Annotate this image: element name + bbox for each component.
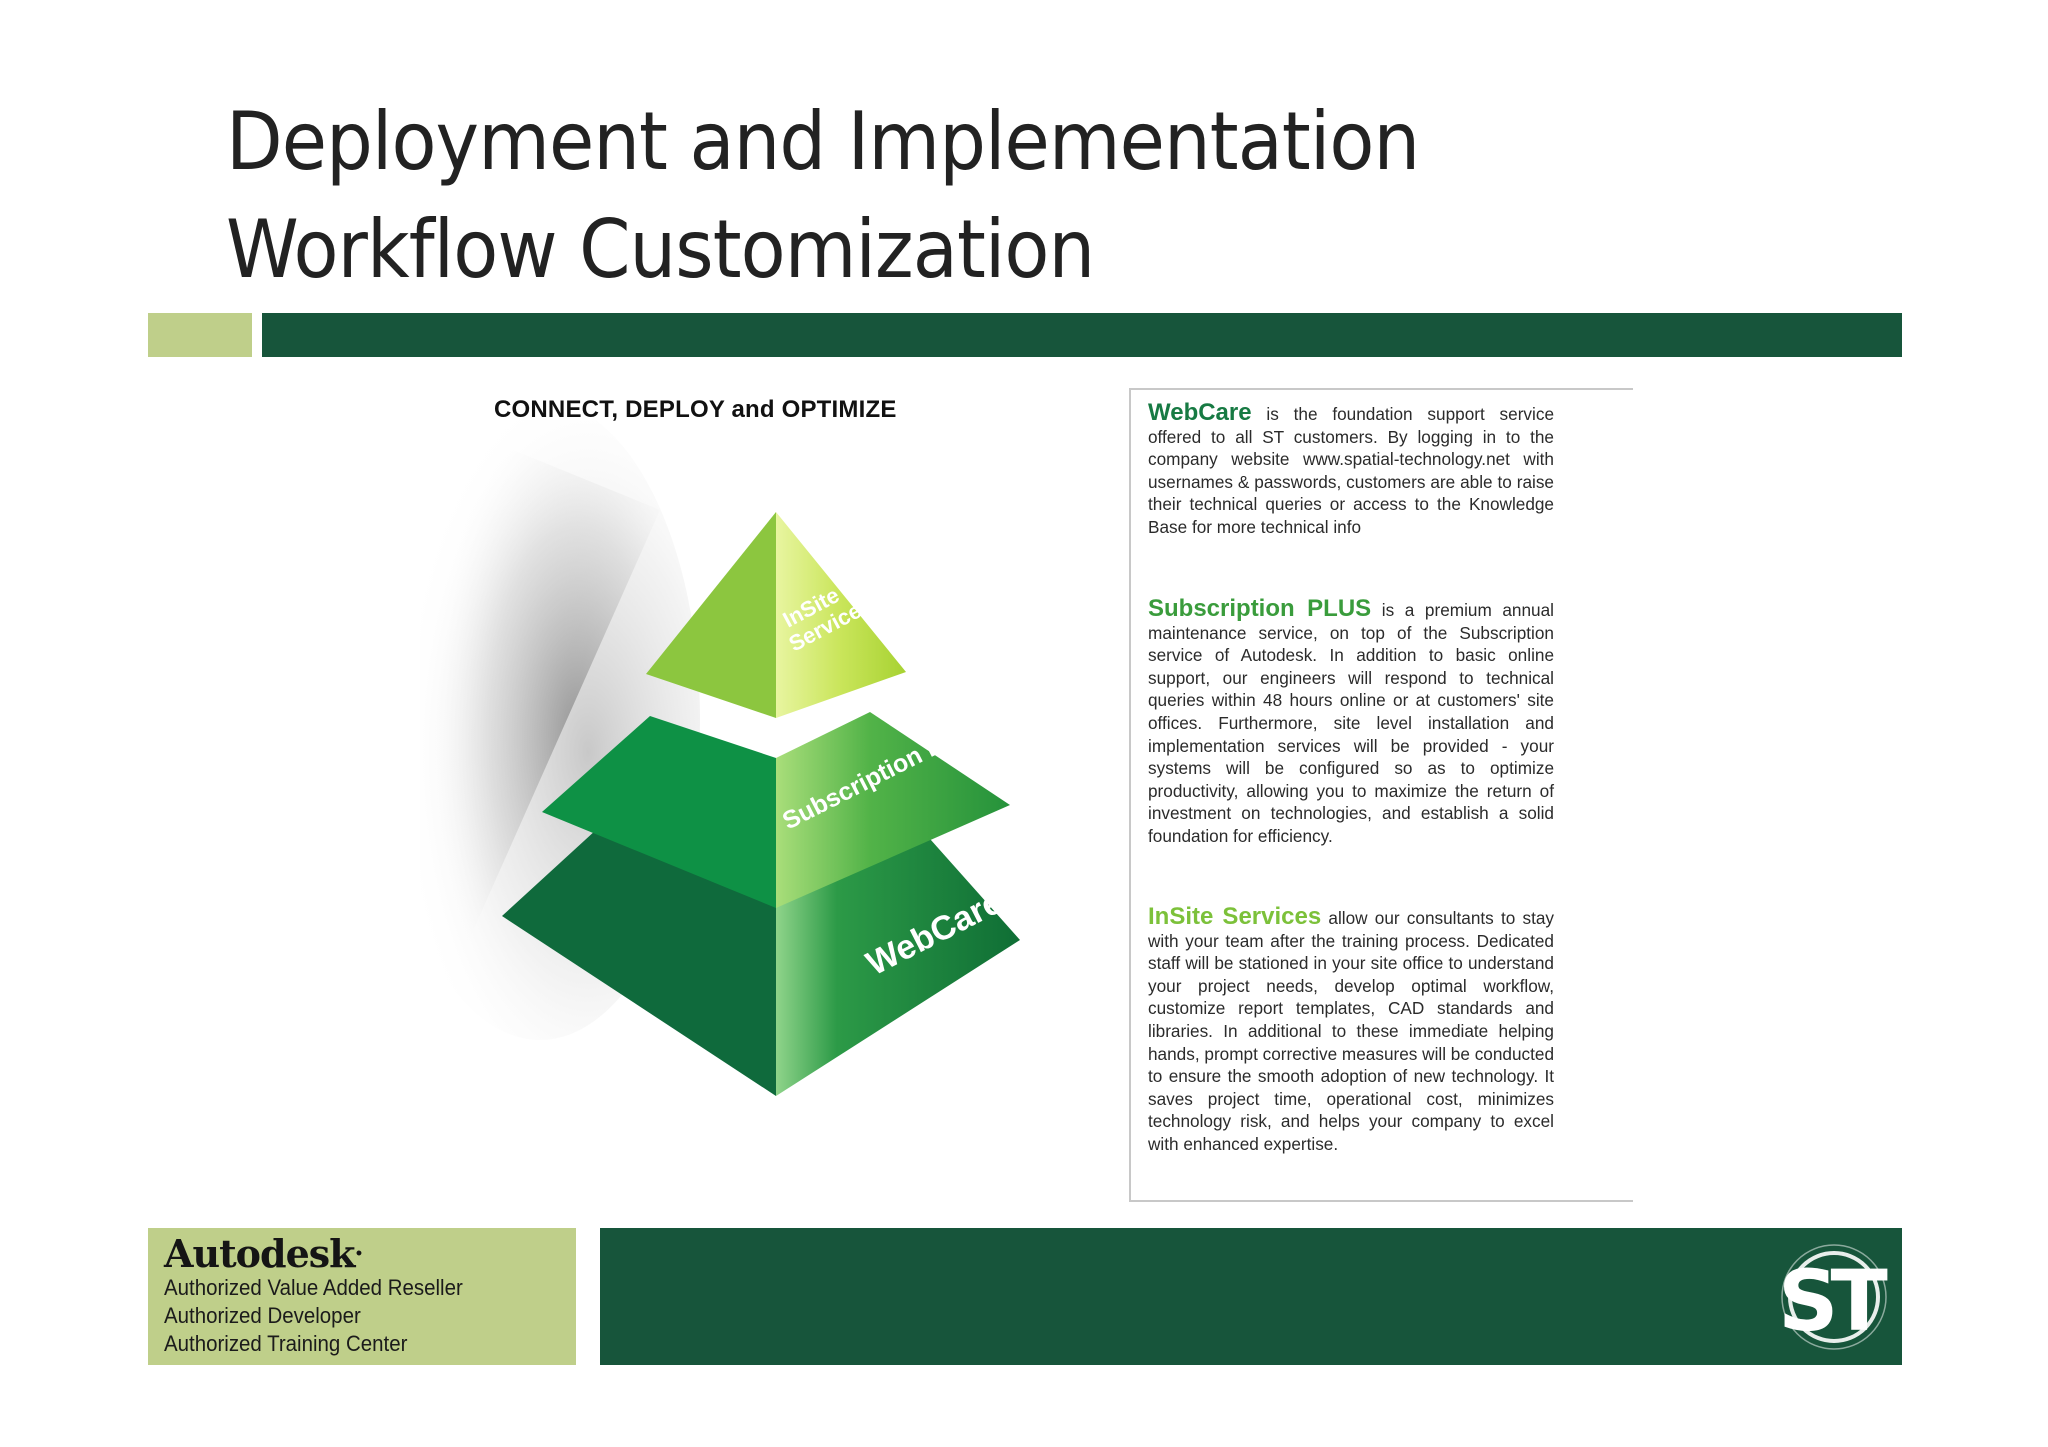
slide-title-line1: Deployment and Implementation	[226, 95, 1420, 188]
insite-text: allow our consultants to stay with your …	[1148, 908, 1555, 1154]
svg-text:ST: ST	[1778, 1252, 1887, 1350]
insite-term: InSite Services	[1148, 903, 1322, 930]
partner-line-training: Authorized Training Center	[164, 1331, 408, 1356]
slide-title-line2: Workflow Customization	[226, 203, 1095, 296]
insite-description: InSite Services allow our consultants to…	[1148, 903, 1555, 1156]
footer-bar	[600, 1228, 1902, 1365]
partner-line-reseller: Authorized Value Added Reseller	[164, 1275, 463, 1300]
pyramid-heading: CONNECT, DEPLOY and OPTIMIZE	[494, 396, 897, 423]
webcare-term: WebCare	[1148, 399, 1252, 426]
slide-title: Deployment and Implementation Workflow C…	[226, 88, 1420, 304]
autodesk-brand: Autodesk•	[164, 1231, 363, 1276]
webcare-text: is the foundation support service offere…	[1148, 404, 1554, 537]
header-bar	[262, 313, 1902, 357]
st-logo: ST	[1778, 1244, 1895, 1350]
partner-line-developer: Authorized Developer	[164, 1303, 361, 1328]
services-description-box	[1129, 388, 1633, 1202]
service-pyramid: InSite Services Subscription Plus WebCar…	[420, 420, 1020, 1096]
header-accent-block	[148, 313, 252, 357]
subscription-text: is a premium annual maintenance service,…	[1148, 600, 1554, 846]
autodesk-partner-badge: Autodesk• Authorized Value Added Reselle…	[148, 1228, 576, 1365]
subscription-description: Subscription PLUS is a premium annual ma…	[1148, 595, 1554, 848]
subscription-term: Subscription PLUS	[1148, 595, 1372, 622]
webcare-description: WebCare is the foundation support servic…	[1148, 399, 1554, 539]
pyramid-tier-subscription	[542, 712, 1010, 908]
pyramid-tier-insite	[646, 512, 906, 718]
